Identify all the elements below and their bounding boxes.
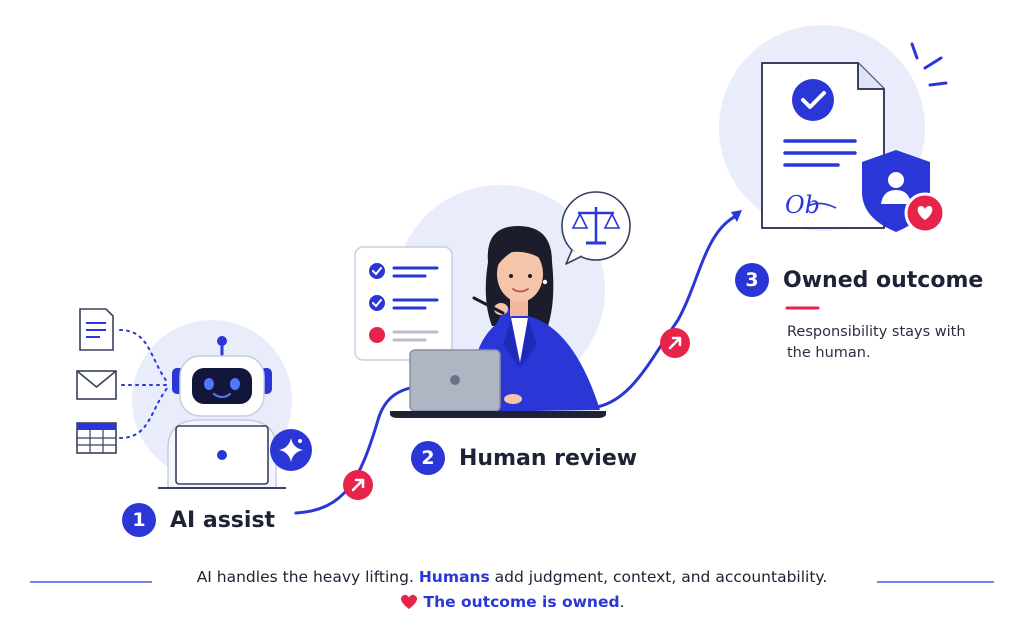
robot-icon <box>158 336 286 489</box>
step-title: AI assist <box>170 507 276 533</box>
data-flow-dots <box>119 329 169 439</box>
path-arrowhead <box>731 210 742 222</box>
step-title: Owned outcome <box>783 267 984 293</box>
footer-tagline: AI handles the heavy lifting. Humans add… <box>0 568 1024 586</box>
laptop-icon <box>390 349 606 418</box>
tagline-period: . <box>619 593 625 611</box>
reviewer-person <box>469 226 600 412</box>
table-icon <box>76 422 117 454</box>
tagline-part1: AI handles the heavy lifting. <box>196 568 414 586</box>
step-number-badge: 1 <box>122 503 156 537</box>
tagline-owned: The outcome is owned <box>423 593 620 611</box>
heart-icon <box>400 594 417 609</box>
step-owned-outcome: 3 Owned outcome <box>735 263 983 297</box>
signature: Ob <box>785 191 820 219</box>
step-ai-assist: 1 AI assist <box>122 503 275 537</box>
arrow-up-right-icon <box>660 328 690 358</box>
step-human-review: 2 Human review <box>411 441 637 475</box>
footer-tagline-secondary: The outcome is owned. <box>0 593 1024 611</box>
step-number-badge: 2 <box>411 441 445 475</box>
burst-lines <box>910 42 948 87</box>
arrow-up-right-icon <box>343 470 373 500</box>
heart-icon <box>904 192 946 234</box>
sparkle-icon <box>270 429 312 471</box>
tagline-part2: add judgment, context, and accountabilit… <box>494 568 828 586</box>
step-description: Responsibility stays with the human. <box>787 324 966 361</box>
checklist-icon <box>354 246 453 361</box>
step-number-badge: 3 <box>735 263 769 297</box>
mail-icon <box>76 370 117 400</box>
scales-icon <box>561 191 631 265</box>
document-icon <box>79 308 114 351</box>
certificate-icon: Ob <box>761 62 885 229</box>
tagline-highlight: Humans <box>418 568 490 586</box>
step-title: Human review <box>459 445 638 471</box>
